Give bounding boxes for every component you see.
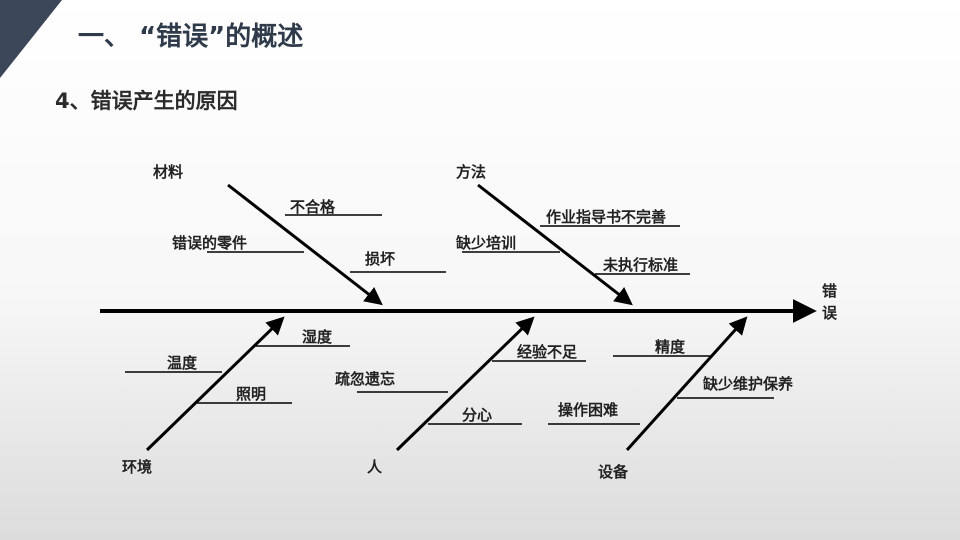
cause-people-2: 疏忽遗忘	[335, 370, 395, 388]
sub-branches	[125, 214, 774, 425]
cause-environment-3: 照明	[236, 385, 266, 403]
effect-label-char-1: 错	[822, 282, 837, 300]
cause-people-3: 分心	[462, 406, 492, 424]
category-method: 方法	[456, 163, 486, 181]
cause-method-3: 未执行标准	[602, 256, 678, 274]
category-environment: 环境	[122, 458, 152, 476]
bone-materials	[227, 183, 383, 306]
cause-people-1: 经验不足	[517, 343, 578, 361]
cause-method-1: 作业指导书不完善	[546, 208, 666, 226]
category-materials: 材料	[153, 163, 183, 181]
corner-decoration	[0, 0, 62, 78]
bone-people	[395, 316, 535, 452]
cause-equipment-3: 操作困难	[558, 401, 618, 419]
cause-materials-2: 错误的零件	[172, 234, 247, 252]
cause-materials-3: 损坏	[365, 250, 395, 268]
category-people: 人	[367, 458, 383, 476]
bone-environment	[145, 316, 285, 452]
cause-environment-1: 湿度	[302, 328, 333, 346]
cause-environment-2: 温度	[167, 354, 198, 372]
cause-equipment-1: 精度	[655, 338, 686, 356]
cause-materials-1: 不合格	[290, 198, 336, 216]
bone-method	[477, 183, 633, 306]
cause-method-2: 缺少培训	[455, 234, 516, 252]
page-title: 一、 “错误”的概述	[78, 22, 304, 52]
bone-equipment	[625, 316, 748, 452]
effect-label-char-2: 误	[822, 304, 838, 322]
category-equipment: 设备	[598, 463, 629, 481]
section-subtitle: 4、错误产生的原因	[55, 89, 238, 113]
cause-equipment-2: 缺少维护保养	[702, 375, 794, 393]
